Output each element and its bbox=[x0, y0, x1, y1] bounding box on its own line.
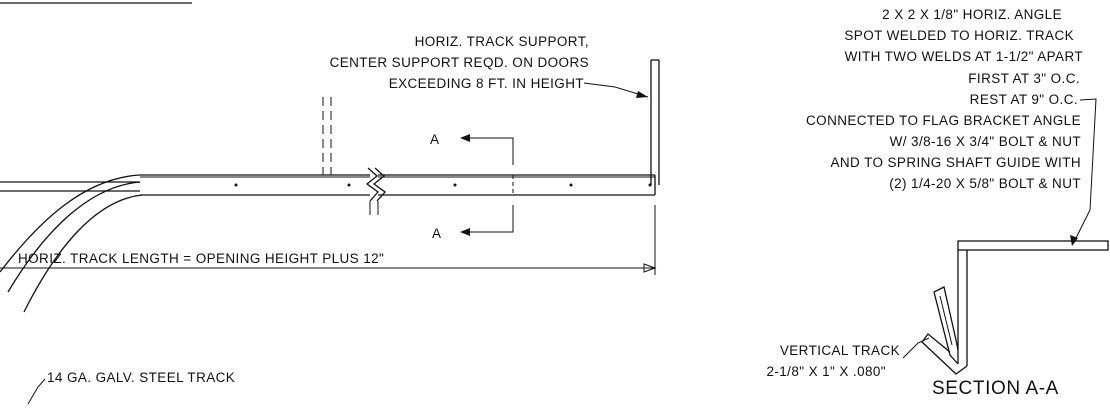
flag-angle bbox=[650, 59, 660, 185]
horizontal-track bbox=[0, 167, 656, 313]
angle-note-line3: WITH TWO WELDS AT 1-1/2" APART bbox=[845, 49, 1083, 64]
section-detail bbox=[921, 240, 1109, 375]
angle-note-line8: AND TO SPRING SHAFT GUIDE WITH bbox=[830, 155, 1081, 170]
angle-note-line6: CONNECTED TO FLAG BRACKET ANGLE bbox=[806, 113, 1081, 128]
hidden-support bbox=[322, 97, 332, 175]
length-dimension-line bbox=[0, 205, 657, 275]
angle-note-line4: FIRST AT 3" O.C. bbox=[968, 71, 1080, 86]
angle-note-line7: W/ 3/8-16 X 3/4" BOLT & NUT bbox=[890, 134, 1081, 149]
angle-note-line2: SPOT WELDED TO HORIZ. TRACK bbox=[844, 28, 1074, 43]
section-title: SECTION A-A bbox=[932, 378, 1059, 399]
vertical-track-note-line1: VERTICAL TRACK bbox=[780, 343, 900, 358]
angle-note: 2 X 2 X 1/8" HORIZ. ANGLE SPOT WELDED TO… bbox=[806, 7, 1083, 191]
steel-track-leader bbox=[27, 378, 46, 405]
vertical-track-note-line2: 2-1/8" X 1" X .080" bbox=[766, 364, 886, 379]
steel-track-note: 14 GA. GALV. STEEL TRACK bbox=[47, 370, 235, 385]
support-note-line2: CENTER SUPPORT REQD. ON DOORS bbox=[330, 55, 589, 70]
support-note-line3: EXCEEDING 8 FT. IN HEIGHT bbox=[389, 76, 584, 91]
section-mark-top: A bbox=[430, 132, 439, 147]
angle-note-line9: (2) 1/4-20 X 5/8" BOLT & NUT bbox=[889, 176, 1081, 191]
angle-leader bbox=[1073, 98, 1097, 243]
support-note-line1: HORIZ. TRACK SUPPORT, bbox=[415, 34, 589, 49]
section-cut-marks bbox=[460, 134, 514, 236]
section-mark-bottom: A bbox=[432, 226, 441, 241]
angle-note-line1: 2 X 2 X 1/8" HORIZ. ANGLE bbox=[882, 7, 1062, 22]
length-note: HORIZ. TRACK LENGTH = OPENING HEIGHT PLU… bbox=[18, 251, 384, 266]
vertical-track-leader bbox=[902, 337, 930, 359]
support-leader bbox=[583, 82, 649, 98]
angle-note-line5: REST AT 9" O.C. bbox=[970, 92, 1078, 107]
